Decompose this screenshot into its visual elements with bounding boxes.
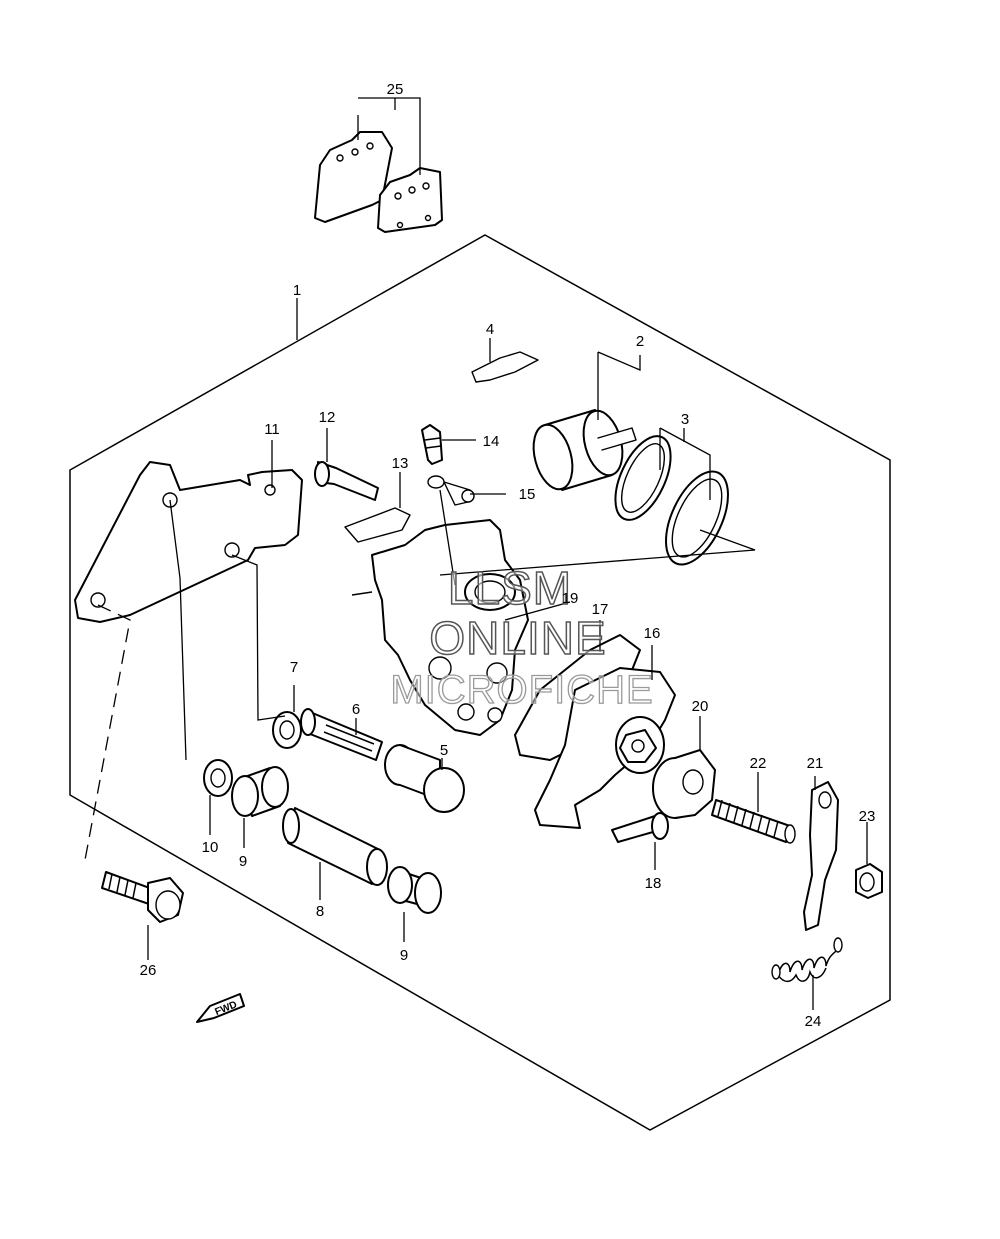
label-part-24: 24 [805,1013,822,1030]
label-part-2: 2 [636,333,644,350]
part-15-cap [427,475,475,506]
part-19-caliper-body [351,519,529,736]
part-9-bushing-b [387,866,442,914]
label-part-20: 20 [692,698,709,715]
watermark-line-1: LLSM [448,562,572,614]
part-7-washer [272,711,302,749]
part-25-brake-pads [314,131,443,233]
label-part-1: 1 [293,282,301,299]
assembly-outline [69,234,891,1131]
label-part-14: 14 [483,433,500,450]
part-24-spring [771,937,843,983]
label-part-9-b: 9 [400,947,408,964]
label-part-22: 22 [750,755,767,772]
part-labels: 1 2 3 4 5 6 7 8 9 9 10 11 12 13 14 15 16… [140,81,876,1030]
label-part-8: 8 [316,903,324,920]
label-part-12: 12 [319,409,336,426]
label-part-6: 6 [352,701,360,718]
part-16-housing [534,667,676,829]
part-14-bleeder [421,424,443,465]
leader-lines [84,97,868,1010]
watermark-line-2: ONLINE [429,612,606,664]
label-part-7: 7 [290,659,298,676]
part-23-nut [855,863,883,899]
part-8-sleeve [282,807,388,886]
label-part-3: 3 [681,411,689,428]
part-4-pad-spring [471,351,539,383]
label-part-5: 5 [440,742,448,759]
label-part-18: 18 [645,875,662,892]
part-18-bolt [611,812,669,843]
part-6-pin [300,708,383,761]
part-11-caliper-bracket [74,461,303,623]
label-part-26: 26 [140,962,157,979]
label-part-23: 23 [859,808,876,825]
part-21-lever [803,781,839,931]
part-26-bolt [101,871,184,923]
label-part-4: 4 [486,321,494,338]
part-9-bushing-a [231,766,289,817]
part-22-adjuster-screw [711,799,796,844]
label-part-15: 15 [519,486,536,503]
part-10-washer [203,759,233,797]
label-part-17: 17 [592,601,609,618]
watermark: LLSM ONLINE MICROFICHE [390,561,654,712]
label-part-10: 10 [202,839,219,856]
watermark-line-3: MICROFICHE [390,668,653,712]
label-part-19: 19 [562,590,579,607]
part-5-boot [384,744,465,813]
label-part-13: 13 [392,455,409,472]
label-part-25: 25 [387,81,404,98]
label-part-9-a: 9 [239,853,247,870]
part-2-piston [532,409,637,491]
part-20-roller [652,749,716,819]
fwd-arrow-icon: FWD [196,993,245,1023]
part-13-plate [344,507,411,543]
label-part-21: 21 [807,755,824,772]
label-part-16: 16 [644,625,661,642]
label-part-11: 11 [264,421,280,438]
part-12-bolt [314,461,379,501]
